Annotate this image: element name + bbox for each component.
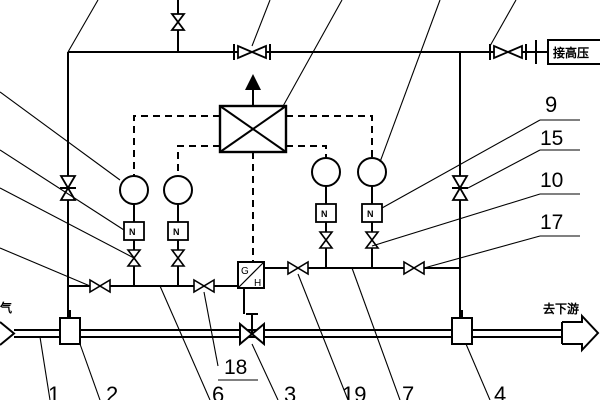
instrument-label-3: N <box>321 209 328 219</box>
downstream-arrow <box>561 313 600 353</box>
label-4: 4 <box>494 382 506 400</box>
label-7: 7 <box>402 382 414 400</box>
high-pressure-box <box>535 39 600 65</box>
label-15: 15 <box>540 127 563 150</box>
top-valve-right <box>489 44 527 60</box>
instrument-label-1: N <box>129 227 136 237</box>
top-branch <box>170 0 186 52</box>
gauge-group-right-2 <box>357 157 387 268</box>
gas-label: 气 <box>0 300 12 315</box>
signal-lines <box>133 115 373 262</box>
label-9: 9 <box>545 92 557 117</box>
label-6: 6 <box>212 382 224 400</box>
leader-lines <box>0 0 541 400</box>
instrument-label-4: N <box>367 209 374 219</box>
tee-right <box>451 310 473 345</box>
horiz-valve-d <box>403 260 425 276</box>
downstream-label: 去下游 <box>543 301 579 316</box>
label-18: 18 <box>224 356 247 379</box>
label-underlines <box>218 119 580 381</box>
label-2: 2 <box>106 382 118 400</box>
horiz-valve-a <box>89 278 111 294</box>
gauge-group-left-2 <box>163 175 193 286</box>
label-19: 19 <box>342 382 366 400</box>
gauge-group-left <box>119 175 149 286</box>
right-vertical-valve <box>451 175 469 201</box>
label-10: 10 <box>540 169 563 192</box>
regulator-box <box>237 261 265 289</box>
control-box <box>218 74 288 154</box>
horiz-valve-c <box>287 260 309 276</box>
instrument-label-2: N <box>173 227 180 237</box>
label-17: 17 <box>540 211 563 234</box>
horiz-valve-b <box>193 278 215 294</box>
top-valve-center <box>233 44 271 60</box>
high-pressure-label: 接高压 <box>553 45 589 60</box>
main-valve <box>239 313 265 347</box>
gauge-group-right <box>311 157 341 268</box>
left-vertical-valve <box>59 175 77 201</box>
regulator-label-g: G <box>241 266 249 277</box>
regulator-label-h: H <box>254 278 261 289</box>
label-3: 3 <box>284 382 296 400</box>
main-pipeline <box>0 321 562 346</box>
tee-left <box>59 310 81 345</box>
label-1: 1 <box>48 382 60 400</box>
